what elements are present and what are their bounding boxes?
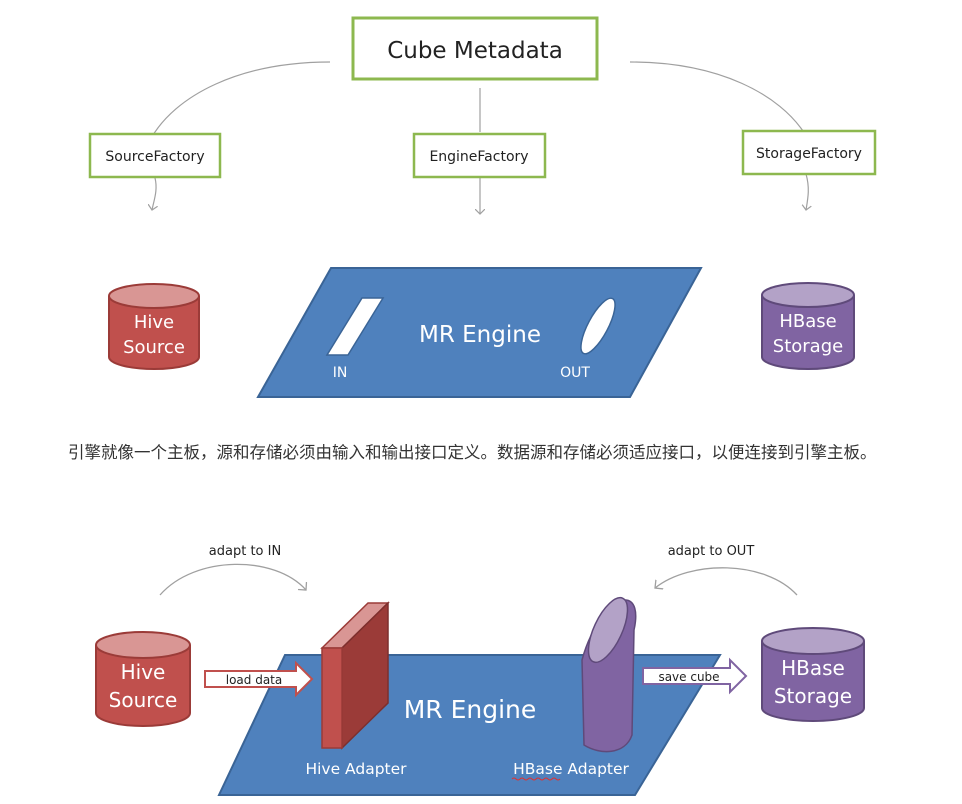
in-label: IN <box>333 365 348 381</box>
in-slot <box>325 297 385 356</box>
hbase-underline-squiggle <box>511 777 561 781</box>
hbase-storage-cylinder: HBase Storage <box>761 282 855 370</box>
mr-engine-label-bottom: MR Engine <box>404 695 537 724</box>
architecture-diagram-bottom: adapt to IN adapt to OUT MR Engine Hive … <box>95 544 865 796</box>
load-data-arrow: load data <box>204 660 314 698</box>
engine-factory-label: EngineFactory <box>429 149 528 165</box>
adapt-in-arrow <box>159 563 306 596</box>
source-factory-label: SourceFactory <box>105 149 204 165</box>
out-slot <box>580 297 616 355</box>
hive-adapter-label: Hive Adapter <box>305 760 407 778</box>
source-factory-box: SourceFactory <box>88 132 222 179</box>
architecture-diagram-top: Cube Metadata SourceFactory EngineFactor… <box>88 16 877 398</box>
description-paragraph: 引擎就像一个主板，源和存储必须由输入和输出接口定义。数据源和存储必须适应接口，以… <box>68 443 877 462</box>
hbase-storage-line1: HBase <box>779 311 836 332</box>
hive-adapter-block <box>320 601 390 750</box>
save-cube-arrow: save cube <box>642 657 748 695</box>
hive-source-line2: Source <box>123 337 185 358</box>
save-cube-label: save cube <box>658 670 719 684</box>
hive-source-line2-bottom: Source <box>109 688 178 712</box>
storage-factory-label: StorageFactory <box>756 146 862 162</box>
adapt-out-label: adapt to OUT <box>668 544 755 559</box>
cube-metadata-box: Cube Metadata <box>351 16 599 81</box>
hbase-storage-line1-bottom: HBase <box>781 656 845 680</box>
arrow-storage-down <box>806 173 808 210</box>
out-label: OUT <box>560 365 590 381</box>
connector-metadata-to-storage <box>629 61 806 135</box>
adapt-out-arrow <box>655 567 798 596</box>
cube-metadata-label: Cube Metadata <box>387 38 563 64</box>
load-data-label: load data <box>226 673 283 687</box>
arrow-source-down <box>152 177 156 210</box>
hbase-storage-line2: Storage <box>773 336 843 357</box>
hbase-storage-cylinder-bottom: HBase Storage <box>761 627 865 722</box>
hbase-adapter-cylinder <box>581 596 637 753</box>
hive-source-line1-bottom: Hive <box>121 660 166 684</box>
hbase-adapter-label: HBase Adapter <box>513 760 629 778</box>
engine-factory-box: EngineFactory <box>412 132 547 179</box>
connector-metadata-to-source <box>149 61 331 141</box>
hive-source-cylinder: Hive Source <box>108 283 200 370</box>
mr-engine-label: MR Engine <box>419 322 541 348</box>
storage-factory-box: StorageFactory <box>741 129 877 176</box>
mr-engine-board: MR Engine IN OUT <box>256 267 703 398</box>
hive-source-line1: Hive <box>134 312 174 333</box>
hbase-storage-line2-bottom: Storage <box>774 684 852 708</box>
adapt-in-label: adapt to IN <box>209 544 281 559</box>
hive-source-cylinder-bottom: Hive Source <box>95 631 191 727</box>
